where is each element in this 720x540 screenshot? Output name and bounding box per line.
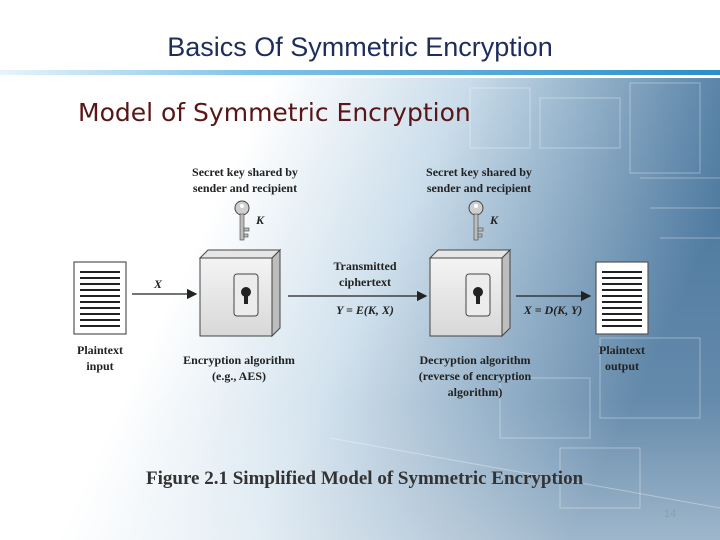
plaintext-input-line2: input — [86, 359, 114, 373]
key-icon — [468, 200, 484, 241]
plaintext-output-label: Plaintext output — [584, 342, 660, 374]
transmitted-line1: Transmitted — [333, 259, 397, 273]
symmetric-encryption-diagram: Secret key shared by sender and recipien… — [60, 150, 700, 490]
plaintext-input-line1: Plaintext — [77, 343, 123, 357]
encryption-algorithm-line1: Encryption algorithm — [183, 353, 295, 367]
decryption-box — [428, 248, 512, 338]
key-icon — [234, 200, 250, 241]
transmitted-ciphertext-label: Transmitted ciphertext — [318, 258, 412, 290]
encryption-formula: Y = E(K, X) — [336, 303, 394, 317]
plaintext-input-document — [73, 261, 127, 335]
page-number: 14 — [664, 508, 677, 520]
decryption-algorithm-label: Decryption algorithm (reverse of encrypt… — [400, 352, 550, 400]
decryption-algorithm-line3: algorithm) — [447, 385, 503, 399]
secret-key-label-left-line1: Secret key shared by — [192, 165, 298, 179]
plaintext-output-line1: Plaintext — [599, 343, 645, 357]
plaintext-output-line2: output — [604, 359, 639, 373]
slide-title: Basics Of Symmetric Encryption — [167, 32, 553, 62]
secret-key-label-left: Secret key shared by sender and recipien… — [170, 164, 320, 196]
transmitted-line2: ciphertext — [339, 275, 391, 289]
key-symbol-right: K — [489, 213, 498, 227]
secret-key-label-right: Secret key shared by sender and recipien… — [404, 164, 554, 196]
secret-key-label-left-line2: sender and recipient — [192, 181, 298, 195]
plaintext-output-document — [595, 261, 649, 335]
slide-subtitle: Model of Symmetric Encryption — [78, 98, 471, 127]
figure-caption: Figure 2.1 Simplified Model of Symmetric… — [146, 468, 584, 489]
decryption-formula: X = D(K, Y) — [523, 303, 583, 317]
decryption-algorithm-line2: (reverse of encryption — [418, 369, 532, 383]
diagram-shapes — [73, 200, 649, 338]
key-symbol-left: K — [255, 213, 264, 227]
decryption-algorithm-line1: Decryption algorithm — [419, 353, 531, 367]
secret-key-label-right-line2: sender and recipient — [426, 181, 532, 195]
title-divider — [0, 70, 720, 75]
encryption-box — [198, 248, 282, 338]
encryption-algorithm-label: Encryption algorithm (e.g., AES) — [164, 352, 314, 384]
x-symbol: X — [153, 277, 162, 291]
encryption-algorithm-line2: (e.g., AES) — [212, 369, 266, 383]
secret-key-label-right-line1: Secret key shared by — [426, 165, 532, 179]
plaintext-input-label: Plaintext input — [62, 342, 138, 374]
